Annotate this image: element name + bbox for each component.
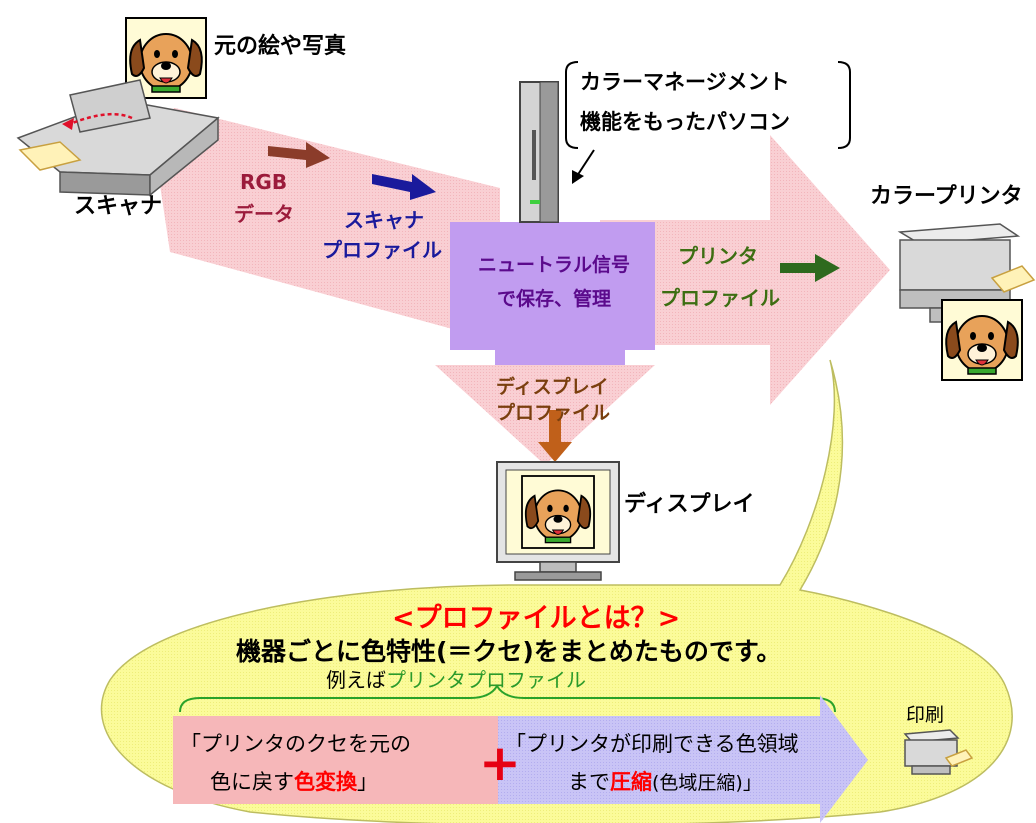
pc-callout-bracket xyxy=(565,61,851,149)
printed-picture-icon xyxy=(941,299,1023,381)
rgb-arrow-icon xyxy=(268,142,330,168)
pc-callout-label-2: 機能をもったパソコン xyxy=(580,110,790,134)
compression-term: 圧縮 xyxy=(610,770,652,794)
color-conversion-box xyxy=(173,716,498,804)
display-label: ディスプレイ xyxy=(624,492,755,517)
gamut-compression-note: (色域圧縮)」 xyxy=(652,772,762,794)
scanner-label: スキャナ xyxy=(74,194,163,219)
printer-profile-label-2: プロファイル xyxy=(660,286,780,310)
plus-sign: + xyxy=(479,734,521,792)
right-box-text: まで xyxy=(568,770,610,794)
right-box-line1: 「プリンタが印刷できる色領域 xyxy=(505,732,799,756)
scanner-profile-label-1: スキャナ xyxy=(344,208,424,232)
printer-icon xyxy=(903,729,974,775)
scanner-flow-band xyxy=(140,108,500,342)
printer-profile-small-arrow-icon xyxy=(780,254,840,282)
scanner-profile-label-2: プロファイル xyxy=(322,238,442,262)
right-box-line2: まで圧縮(色域圧縮)」 xyxy=(568,766,762,796)
pc-callout-pointer xyxy=(576,149,595,177)
color-printer-label: カラープリンタ xyxy=(870,184,1023,209)
display-down-arrow-icon xyxy=(538,410,572,462)
neutral-signal-label-2: で保存、管理 xyxy=(497,288,612,310)
display-profile-arrow xyxy=(435,365,655,465)
profile-title: <プロファイルとは？> xyxy=(392,603,681,634)
printer-profile-label-1: プリンタ xyxy=(678,244,758,268)
scanner-icon xyxy=(16,79,220,197)
example-line: 例えばプリンタプロファイル xyxy=(326,664,586,693)
pc-tower-icon xyxy=(519,81,559,223)
monitor-icon xyxy=(496,461,620,581)
original-art-label: 元の絵や写真 xyxy=(214,34,347,59)
left-box-text: 色に戻す xyxy=(210,770,294,794)
scanner-profile-arrow-icon xyxy=(372,174,436,200)
gamut-compression-arrow xyxy=(498,695,868,823)
example-term: プリンタプロファイル xyxy=(386,668,586,692)
pc-callout-label-1: カラーマネージメント xyxy=(580,70,790,94)
left-box-line2: 色に戻す色変換」 xyxy=(210,766,378,796)
example-brace xyxy=(179,684,836,713)
left-box-close: 」 xyxy=(357,770,378,794)
display-profile-label-2: プロファイル xyxy=(496,402,611,424)
rgb-data-label-2: データ xyxy=(234,202,294,226)
neutral-signal-area xyxy=(450,222,655,365)
example-prefix: 例えば xyxy=(326,668,386,692)
print-label: 印刷 xyxy=(906,704,945,726)
left-box-line1: 「プリンタのクセを元の xyxy=(180,732,411,756)
profile-explanation-bubble xyxy=(100,359,1013,823)
color-conversion-term: 色変換 xyxy=(294,770,357,794)
display-profile-label-1: ディスプレイ xyxy=(496,376,609,398)
printer-profile-arrow xyxy=(600,135,890,405)
profile-description: 機器ごとに色特性(＝クセ)をまとめたものです。 xyxy=(236,637,782,666)
rgb-data-label-1: RGB xyxy=(240,170,288,194)
neutral-signal-label-1: ニュートラル信号 xyxy=(478,254,631,276)
